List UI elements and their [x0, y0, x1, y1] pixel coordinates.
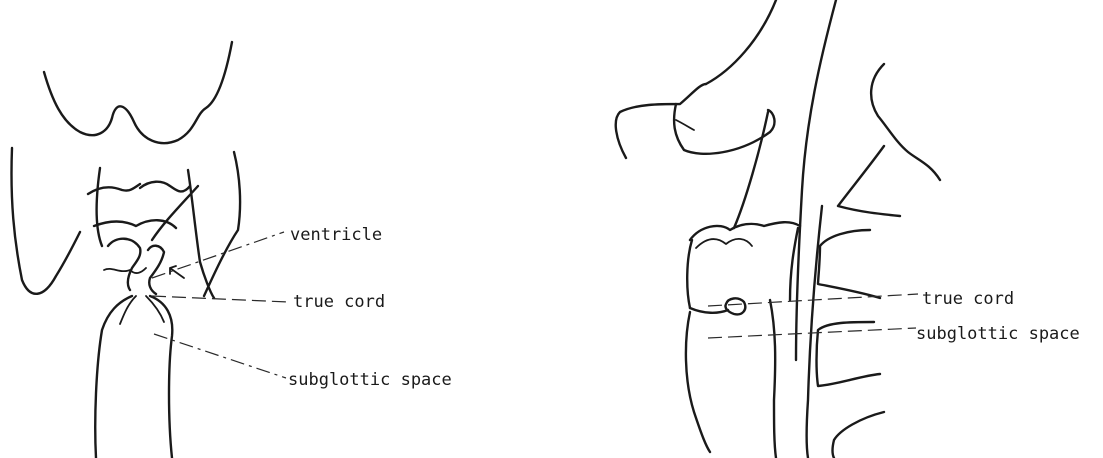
- pharyngeal-wall: [796, 0, 836, 360]
- thyroid-box-bottom: [690, 308, 728, 313]
- thyroid-notch-right: [140, 182, 190, 192]
- left-vocal-fold: [108, 239, 140, 290]
- hyoid-bone: [616, 84, 706, 158]
- arytenoid-line: [152, 186, 198, 240]
- trachea-anterior: [686, 312, 710, 452]
- true-cord-leader-left: [152, 296, 288, 302]
- label-ventricle: ventricle: [290, 225, 382, 245]
- thyroid-box-left: [687, 240, 692, 308]
- label-true-cord-right: true cord: [922, 289, 1014, 309]
- right-thyroid-wing: [204, 152, 240, 296]
- cervical-front-line: [807, 206, 823, 458]
- hyoid-outline: [44, 42, 232, 143]
- arytenoid-scribble: [696, 239, 752, 248]
- subglottic-inner-right: [146, 296, 164, 322]
- hyoid-notch: [676, 120, 694, 130]
- ventricle-leader: [152, 232, 284, 278]
- label-subglottic-space-left: subglottic space: [288, 370, 452, 390]
- label-true-cord-left: true cord: [293, 292, 385, 312]
- right-inner-lamina: [188, 170, 214, 298]
- label-subglottic-space-right: subglottic space: [916, 324, 1080, 344]
- vertebra-c2: [838, 146, 900, 216]
- thyroid-box-top: [690, 222, 800, 240]
- vertebra-upper: [871, 64, 940, 180]
- lateral-larynx-view: true cord subglottic space: [616, 0, 1080, 458]
- left-inner-lamina: [97, 168, 103, 246]
- vertebra-c3: [818, 230, 880, 298]
- right-vocal-fold: [148, 246, 164, 294]
- epiglottis-curve: [706, 0, 776, 84]
- ventricle-mark: [104, 268, 146, 273]
- vertebra-c5: [833, 412, 885, 458]
- subglottic-leader-left: [154, 334, 286, 378]
- trachea-right-wall: [150, 296, 172, 458]
- trachea-left-wall: [95, 296, 132, 458]
- thyroid-anterior: [734, 112, 768, 228]
- left-thyroid-wing: [11, 148, 80, 294]
- thyroid-notch-left: [88, 184, 140, 194]
- frontal-larynx-view: ventricle true cord subglottic space: [11, 42, 451, 458]
- vocal-cord-loop: [725, 298, 745, 314]
- trachea-posterior: [770, 300, 776, 458]
